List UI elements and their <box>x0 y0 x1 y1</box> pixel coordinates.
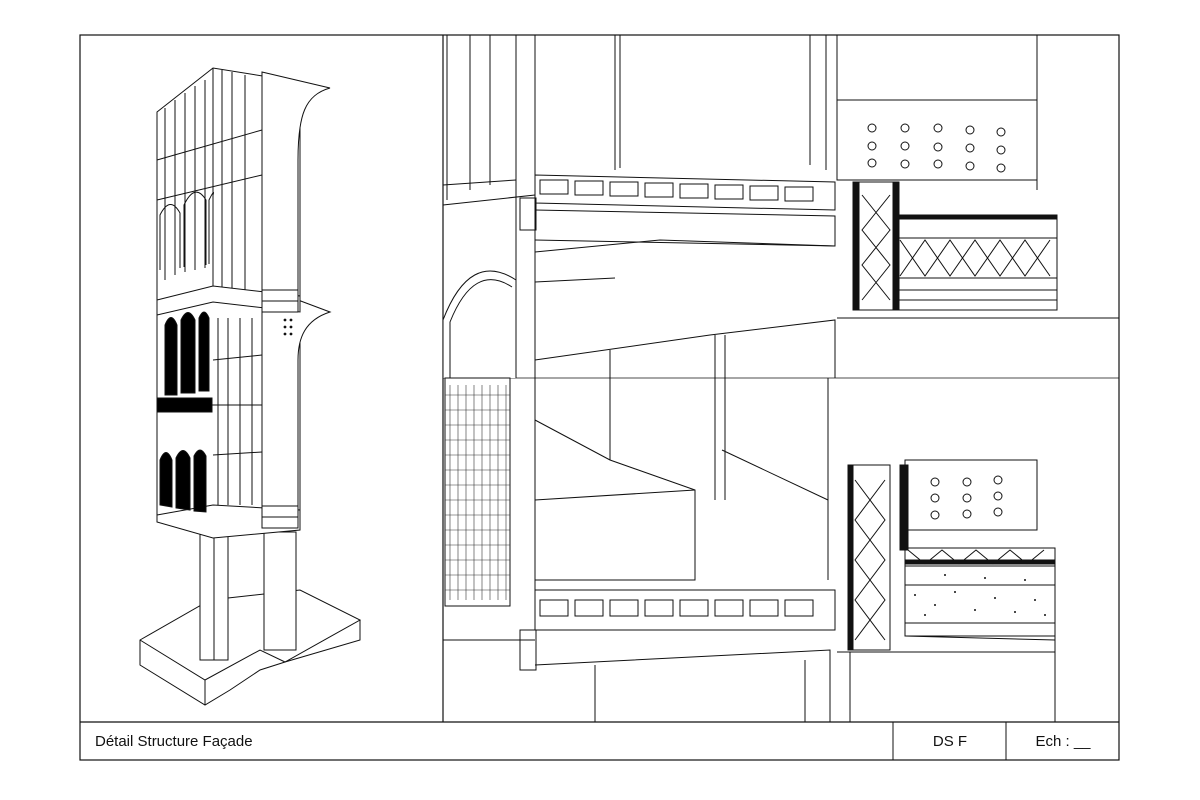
concrete-aggregate <box>914 574 1046 616</box>
lower-wall-insulation <box>849 464 891 651</box>
slab-edge-details <box>261 289 299 529</box>
detail-section <box>442 35 1119 722</box>
ground-base <box>139 589 362 706</box>
lower-beam <box>534 589 836 631</box>
upper-mullions <box>164 68 263 296</box>
dark-arches <box>156 311 213 513</box>
drawing-title: Détail Structure Façade <box>95 733 253 750</box>
concrete-slab <box>904 565 1056 637</box>
upper-beam-voids <box>539 179 814 202</box>
lower-facade-grille <box>444 377 511 607</box>
flashing-dark <box>847 181 1058 651</box>
drawing-scale: Ech : __ <box>1035 733 1091 750</box>
upper-wall-insulation <box>854 181 898 311</box>
upper-left-arch <box>442 270 517 378</box>
grille-pattern <box>445 385 510 600</box>
upper-bolts <box>867 123 1006 173</box>
upper-floor-insulation <box>896 237 1058 279</box>
support-column-right <box>263 531 297 651</box>
lower-mullions <box>212 318 263 505</box>
upper-beam <box>534 174 836 211</box>
upper-arches <box>159 191 214 270</box>
anchor-dots <box>283 318 293 336</box>
lower-connector-plate <box>904 459 1038 531</box>
lower-beam-voids <box>539 599 814 617</box>
drawing-code: DS F <box>932 733 968 750</box>
lower-bolts <box>930 475 1003 520</box>
sheet-border <box>79 34 1120 761</box>
